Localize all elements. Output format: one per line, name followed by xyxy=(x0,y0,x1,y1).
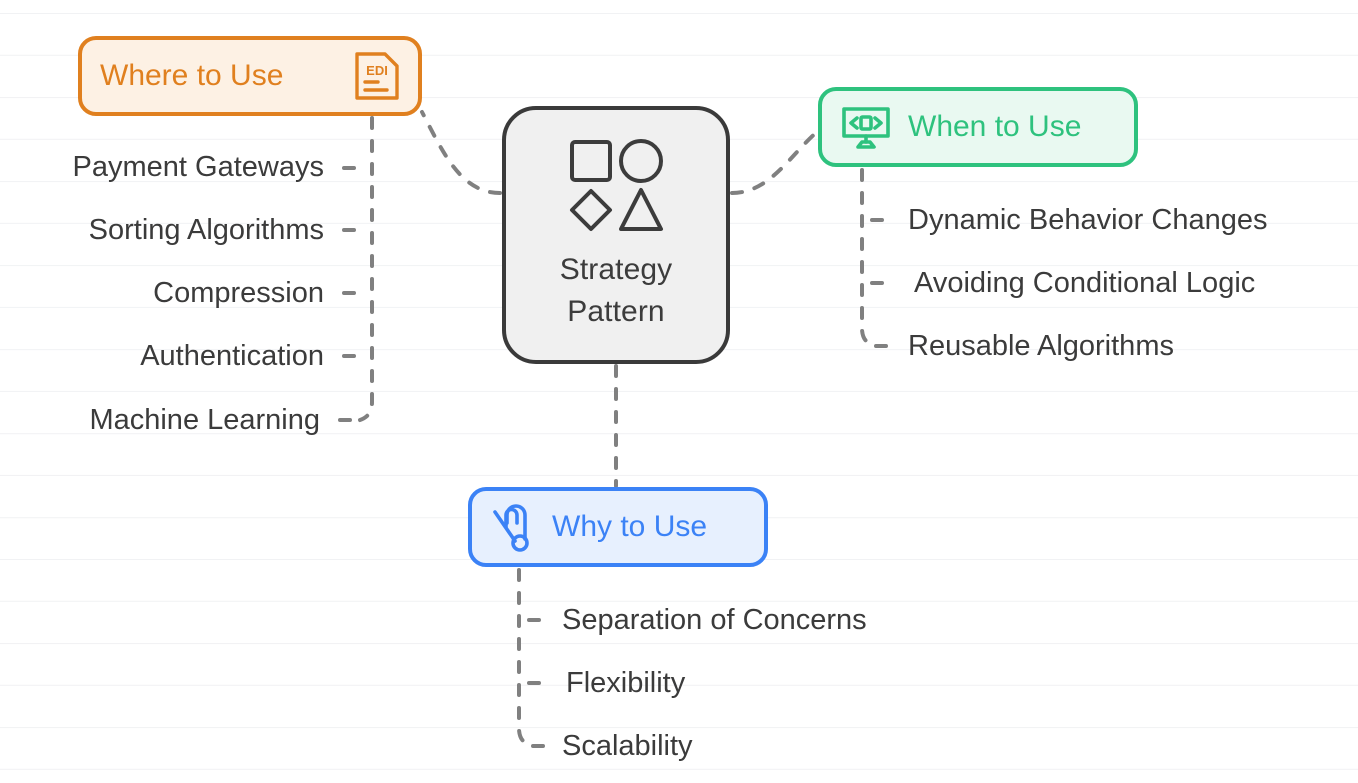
branch-node-where-to-use[interactable]: Where to Use EDI xyxy=(78,36,422,116)
branch-node-why-to-use[interactable]: Why to Use xyxy=(468,487,768,567)
monitor-code-icon xyxy=(840,103,892,151)
edge-center-to-when xyxy=(730,129,820,195)
leaf-item-where-2[interactable]: Compression xyxy=(153,277,324,309)
branch-label-why-to-use: Why to Use xyxy=(552,510,708,543)
trunk-when xyxy=(860,168,876,348)
branch-label-where-to-use: Where to Use xyxy=(100,59,284,92)
leaf-item-where-0[interactable]: Payment Gateways xyxy=(72,151,324,183)
leaf-item-why-0[interactable]: Separation of Concerns xyxy=(562,604,867,636)
leaf-item-where-3[interactable]: Authentication xyxy=(140,340,324,372)
shapes-icon xyxy=(568,138,664,243)
leaf-item-when-0[interactable]: Dynamic Behavior Changes xyxy=(908,204,1268,236)
leaf-item-when-2[interactable]: Reusable Algorithms xyxy=(908,330,1174,362)
safety-pin-icon xyxy=(490,501,538,553)
trunk-why xyxy=(517,568,533,748)
document-edi-icon: EDI xyxy=(354,51,400,101)
svg-text:EDI: EDI xyxy=(366,63,388,78)
branch-label-when-to-use: When to Use xyxy=(908,110,1082,143)
leaf-item-why-1[interactable]: Flexibility xyxy=(566,667,686,699)
leaf-item-when-1[interactable]: Avoiding Conditional Logic xyxy=(914,267,1256,299)
center-node-strategy-pattern[interactable]: Strategy Pattern xyxy=(502,106,730,364)
edge-center-to-where xyxy=(420,110,502,195)
trunk-where xyxy=(358,116,374,422)
leaf-item-why-2[interactable]: Scalability xyxy=(562,730,693,762)
center-node-label: Strategy Pattern xyxy=(559,253,673,328)
leaf-item-where-4[interactable]: Machine Learning xyxy=(89,404,320,436)
leaf-item-where-1[interactable]: Sorting Algorithms xyxy=(88,214,324,246)
branch-node-when-to-use[interactable]: When to Use xyxy=(818,87,1138,167)
